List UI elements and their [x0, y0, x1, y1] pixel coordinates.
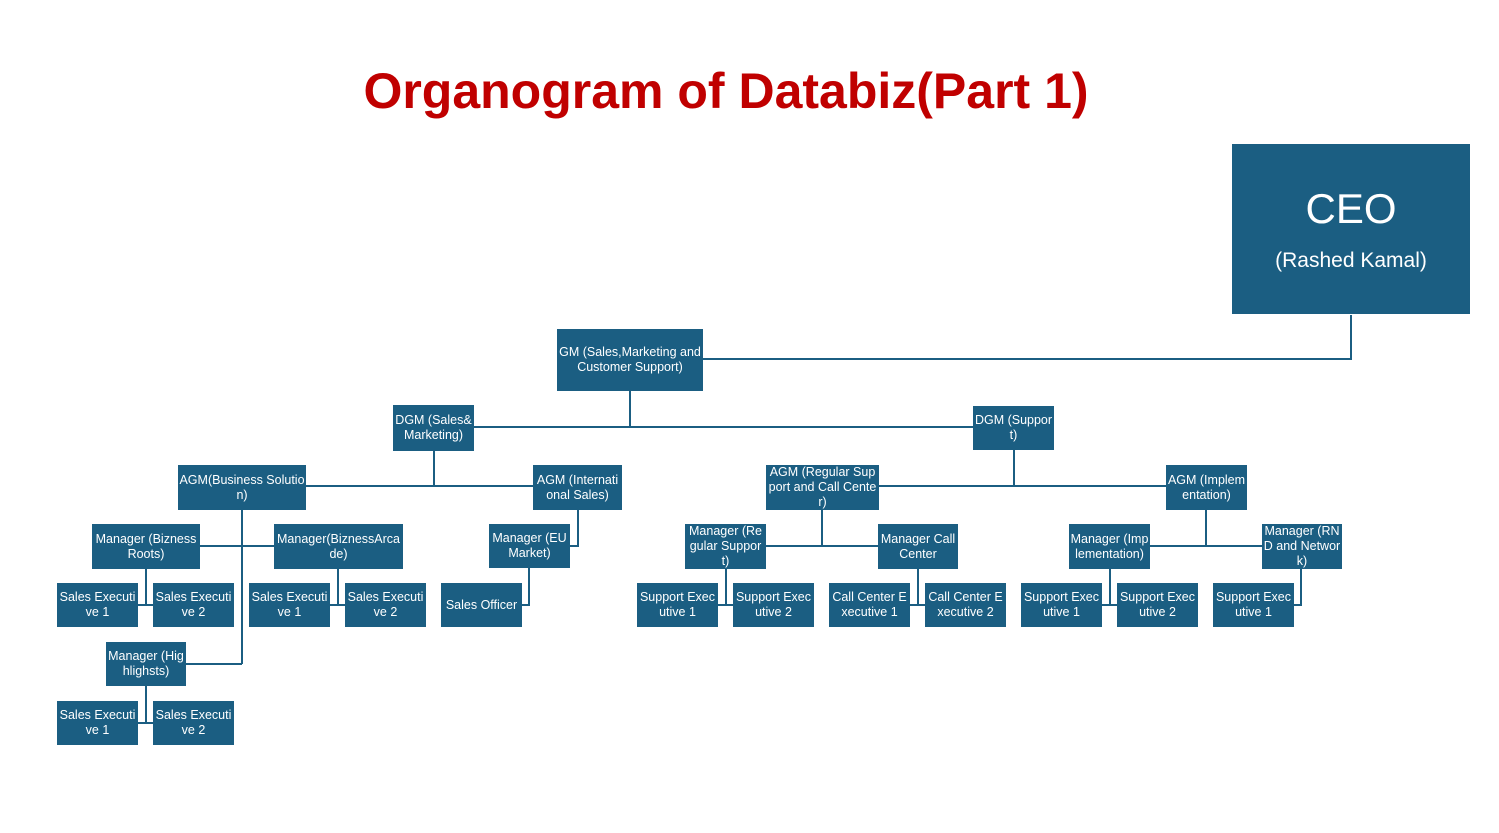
agm-international-box: AGM (International Sales)	[533, 465, 622, 510]
sales-executive-2-arcade: Sales Executive 2	[345, 583, 426, 627]
ceo-box: CEO (Rashed Kamal)	[1232, 144, 1470, 314]
support-executive-1-regular: Support Executive 1	[637, 583, 718, 627]
connector-agmint-eu	[570, 510, 579, 547]
page-title: Organogram of Databiz(Part 1)	[363, 63, 1089, 119]
sales-executive-1-arcade: Sales Executive 1	[249, 583, 330, 627]
support-executive-2-regular: Support Executive 2	[733, 583, 814, 627]
manager-callcenter-box: Manager Call Center	[878, 524, 958, 569]
manager-regular-box: Manager (Regular Support)	[685, 524, 766, 569]
ceo-title: CEO	[1305, 185, 1397, 232]
manager-eu-box: Manager (EU Market)	[489, 524, 570, 568]
sales-executive-2-highlights: Sales Executive 2	[153, 701, 234, 745]
sales-executive-1-roots: Sales Executive 1	[57, 583, 138, 627]
sales-executive-1-highlights: Sales Executive 1	[57, 701, 138, 745]
gm-box: GM (Sales,Marketing and Customer Support…	[557, 329, 703, 391]
manager-implementation-box: Manager (Implementation)	[1069, 524, 1150, 569]
manager-rnd-box: Manager (RND and Network)	[1262, 524, 1342, 569]
connector-eu-officer	[522, 568, 530, 606]
connector-ceo-gm	[703, 315, 1352, 360]
manager-highlights-box: Manager (Highlighsts)	[106, 642, 186, 686]
sales-executive-2-roots: Sales Executive 2	[153, 583, 234, 627]
dgm-sales-box: DGM (Sales&Marketing)	[393, 405, 474, 451]
call-center-executive-1: Call Center Executive 1	[829, 583, 910, 627]
agm-business-box: AGM(Business Solution)	[178, 465, 306, 510]
support-executive-1-rnd: Support Executive 1	[1213, 583, 1294, 627]
ceo-name: (Rashed Kamal)	[1275, 249, 1427, 272]
sales-officer-box: Sales Officer	[441, 583, 522, 627]
support-executive-2-impl: Support Executive 2	[1117, 583, 1198, 627]
manager-biznessroots-box: Manager (BiznessRoots)	[92, 524, 200, 569]
agm-implementation-box: AGM (Implementation)	[1166, 465, 1247, 510]
manager-biznessarcade-box: Manager(BiznessArcade)	[274, 524, 403, 569]
agm-regular-box: AGM (Regular Support and Call Center)	[766, 465, 879, 510]
dgm-support-box: DGM (Support)	[973, 406, 1054, 450]
call-center-executive-2: Call Center Executive 2	[925, 583, 1006, 627]
support-executive-1-impl: Support Executive 1	[1021, 583, 1102, 627]
